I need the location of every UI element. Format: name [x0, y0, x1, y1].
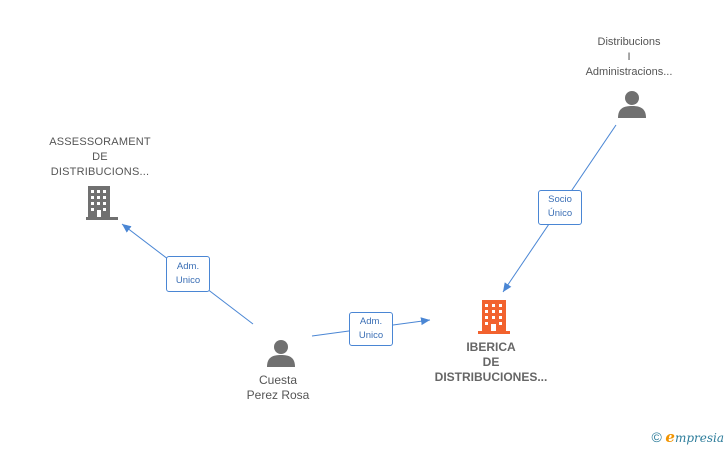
edge-label-line: Adm. — [176, 261, 200, 272]
node-label-line: I — [627, 51, 631, 63]
edge-label-line: Unico — [175, 275, 201, 286]
node-label-line: Cuesta — [258, 373, 298, 387]
node-label-assessorament[interactable]: ASSESSORAMENT DE DISTRIBUCIONS... — [38, 135, 162, 180]
building-icon-focus[interactable] — [478, 300, 510, 334]
brand-logo-text: mpresia — [674, 431, 724, 445]
node-label-line: Perez Rosa — [246, 388, 310, 402]
node-label-line: DE — [482, 355, 500, 369]
edge-label-adm-unico-assessorament[interactable]: Adm. Unico — [166, 256, 210, 292]
brand-logo-initial: e — [665, 428, 675, 446]
node-label-line: DISTRIBUCIONS... — [50, 166, 150, 178]
node-label-line: ASSESSORAMENT — [49, 136, 151, 148]
node-label-line: Distribucions — [597, 36, 661, 48]
node-label-line: IBERICA — [466, 340, 516, 354]
node-label-line: DE — [92, 151, 108, 163]
node-label-administracions[interactable]: Distribucions I Administracions... — [566, 35, 692, 80]
building-icon[interactable] — [86, 186, 118, 220]
node-label-line: DISTRIBUCIONES... — [434, 370, 548, 384]
edge-label-adm-unico-iberica[interactable]: Adm. Unico — [349, 312, 393, 346]
edge-label-line: Unico — [358, 330, 384, 341]
edge-label-line: Único — [547, 208, 573, 219]
edge-label-line: Socio — [548, 194, 572, 205]
edge-label-socio-unico[interactable]: Socio Único — [538, 190, 582, 225]
node-label-cuesta[interactable]: Cuesta Perez Rosa — [228, 373, 328, 403]
empresia-watermark: © empresia — [651, 428, 724, 446]
node-label-line: Administracions... — [585, 66, 673, 78]
node-label-iberica[interactable]: IBERICA DE DISTRIBUCIONES... — [420, 340, 562, 385]
person-icon[interactable] — [617, 90, 647, 118]
edge-label-line: Adm. — [359, 316, 383, 327]
person-icon[interactable] — [266, 339, 296, 367]
copyright-symbol: © — [651, 429, 662, 445]
